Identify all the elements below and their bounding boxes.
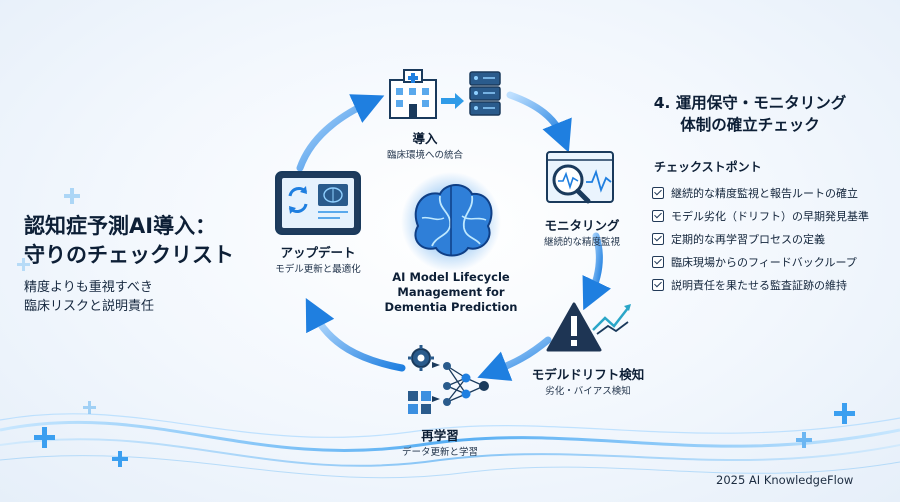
- checkbox-checked-icon[interactable]: [652, 255, 664, 268]
- center-label: AI Model Lifecycle Management for Dement…: [384, 270, 518, 314]
- node-drift-subtitle: 劣化・バイアス検知: [545, 386, 631, 397]
- node-drift-title: モデルドリフト検知: [531, 367, 645, 382]
- checklist-item-label: 継続的な精度監視と報告ルートの確立: [671, 186, 858, 200]
- checklist: 継続的な精度監視と報告ルートの確立 モデル劣化（ドリフト）の早期発見基準 定期的…: [652, 181, 869, 296]
- checklist-item: 定期的な再学習プロセスの定義: [652, 227, 869, 250]
- node-deploy-subtitle: 臨床環境への統合: [386, 150, 463, 161]
- node-update-title: アップデート: [280, 245, 356, 260]
- neural-network-icon: [408, 345, 489, 414]
- node-retrain-title: 再学習: [421, 428, 459, 443]
- checklist-item: 臨床現場からのフィードバックループ: [652, 250, 869, 273]
- node-retrain-subtitle: データ更新と学習: [401, 447, 478, 458]
- checklist-item-label: 説明責任を果たせる監査証跡の維持: [671, 278, 847, 292]
- checklist-item-label: モデル劣化（ドリフト）の早期発見基準: [671, 209, 869, 223]
- node-retrain: 再学習 データ更新と学習: [380, 425, 500, 458]
- left-subtitle-line1: 精度よりも重視すべき: [24, 280, 153, 295]
- arrow-to-deploy: [296, 94, 385, 172]
- checklist-item-label: 臨床現場からのフィードバックループ: [671, 255, 857, 269]
- checklist-item: 継続的な精度監視と報告ルートの確立: [652, 181, 869, 204]
- brain-icon: [401, 172, 501, 272]
- right-title-line1: 4. 運用保守・モニタリング: [653, 94, 847, 112]
- left-title-line2: 守りのチェックリスト: [24, 243, 234, 267]
- left-subtitle: 精度よりも重視すべき 臨床リスクと説明責任: [24, 278, 154, 316]
- checklist-item-label: 定期的な再学習プロセスの定義: [671, 232, 825, 246]
- arrow-to-drift: [582, 232, 611, 311]
- node-update-subtitle: モデル更新と最適化: [275, 264, 361, 275]
- footer-credit: 2025 AI KnowledgeFlow: [716, 473, 854, 487]
- right-title-line2: 体制の確立チェック: [680, 116, 820, 134]
- arrow-to-monitoring: [506, 91, 572, 153]
- hospital-server-icon: [389, 69, 501, 119]
- cycle-arrows: [296, 91, 611, 381]
- monitor-magnifier-icon: [546, 151, 614, 204]
- left-title: 認知症予測AI導入： 守りのチェックリスト: [24, 212, 234, 270]
- node-deploy-title: 導入: [412, 131, 438, 146]
- node-deploy: 導入 臨床環境への統合: [360, 128, 490, 161]
- checklist-item: 説明責任を果たせる監査証跡の維持: [652, 273, 869, 296]
- node-monitoring: モニタリング 継続的な精度監視: [522, 215, 642, 248]
- node-monitoring-title: モニタリング: [544, 218, 620, 233]
- checkbox-checked-icon[interactable]: [652, 278, 664, 291]
- checkbox-checked-icon[interactable]: [652, 209, 664, 222]
- left-subtitle-line2: 臨床リスクと説明責任: [24, 299, 155, 314]
- right-title: 4. 運用保守・モニタリング 体制の確立チェック: [620, 92, 880, 136]
- node-drift: モデルドリフト検知 劣化・バイアス検知: [520, 364, 656, 397]
- wave-decoration: [0, 413, 900, 479]
- left-title-line1: 認知症予測AI導入：: [24, 214, 217, 238]
- checklist-heading: チェックストポント: [654, 160, 762, 174]
- tablet-update-icon: [275, 171, 361, 235]
- warning-chart-icon: [546, 302, 631, 352]
- arrow-to-update: [305, 298, 406, 372]
- checkbox-checked-icon[interactable]: [652, 232, 664, 245]
- checkbox-checked-icon[interactable]: [652, 186, 664, 199]
- plus-decoration: [17, 188, 855, 467]
- node-monitoring-subtitle: 継続的な精度監視: [543, 237, 620, 248]
- arrow-to-retrain: [477, 336, 552, 381]
- checklist-item: モデル劣化（ドリフト）の早期発見基準: [652, 204, 869, 227]
- node-update: アップデート モデル更新と最適化: [262, 242, 374, 275]
